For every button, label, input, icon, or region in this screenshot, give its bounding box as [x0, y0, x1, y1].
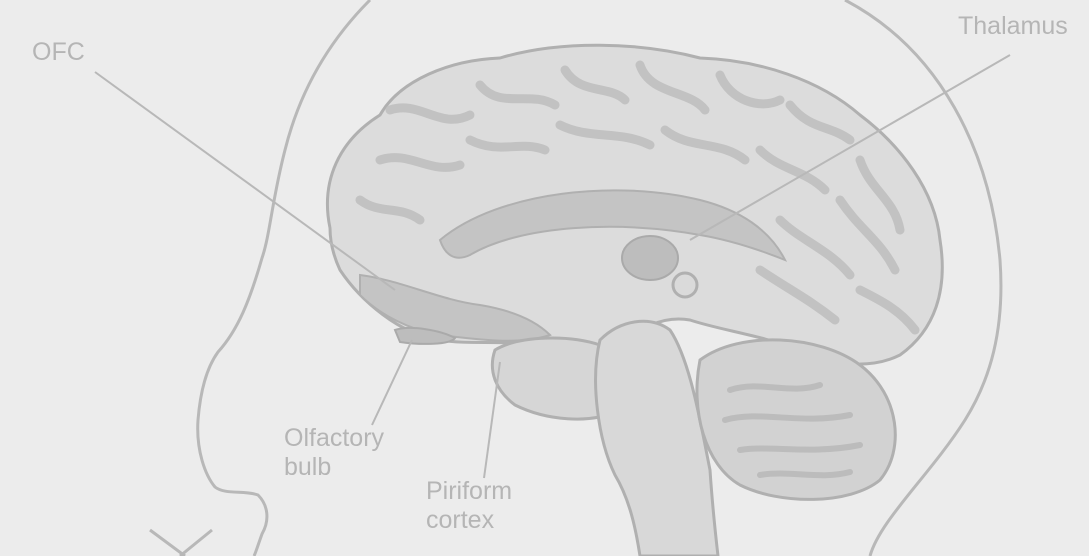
label-piriform-cortex: Piriform cortex: [426, 477, 512, 535]
label-olfactory-bulb: Olfactory bulb: [284, 424, 384, 482]
piriform-cortex-leader-line: [484, 362, 500, 478]
olfactory-bulb-leader-line: [372, 340, 412, 425]
pineal-body: [673, 273, 697, 297]
brainstem: [596, 321, 718, 556]
label-thalamus: Thalamus: [958, 12, 1068, 41]
label-ofc: OFC: [32, 38, 85, 67]
thalamus: [622, 236, 678, 280]
nostril-mark: [150, 530, 212, 556]
